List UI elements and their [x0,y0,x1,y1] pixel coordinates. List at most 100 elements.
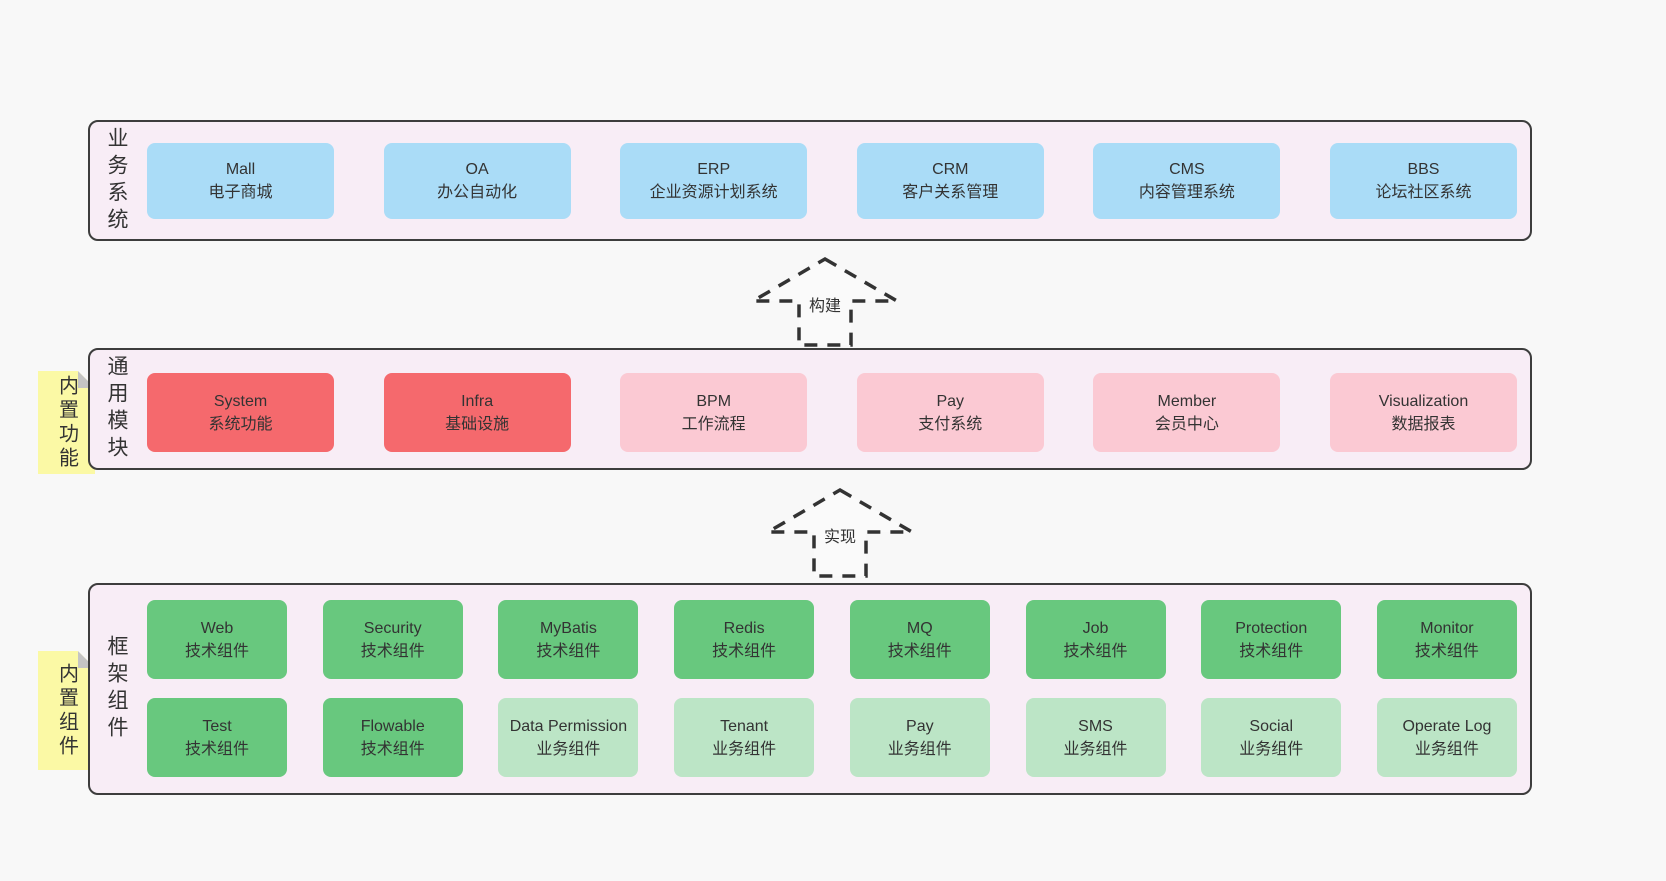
card-subtitle: 系统功能 [208,415,273,433]
card-subtitle: 技术组件 [360,642,425,660]
card-subtitle: 技术组件 [1239,642,1304,660]
card-title: OA [465,161,489,178]
card-mybatis: MyBatis 技术组件 [498,600,639,679]
card-pay: Pay 支付系统 [856,373,1044,452]
card-pay-biz: Pay 业务组件 [849,698,990,777]
card-title: Social [1249,717,1293,735]
card-subtitle: 技术组件 [1063,642,1128,660]
section-label: 通用模块 [105,355,128,463]
card-title: BBS [1407,161,1440,178]
section-label: 业务系统 [105,126,128,235]
section-label: 框架组件 [105,635,128,743]
card-subtitle: 论坛社区系统 [1375,184,1472,201]
card-title: MQ [906,619,933,637]
sticky-note-built-in-components: 内置组件 [38,651,95,770]
card-title: Data Permission [509,717,628,735]
card-title: CMS [1169,161,1205,178]
card-cms: CMS 内容管理系统 [1093,143,1281,219]
card-subtitle: 会员中心 [1154,415,1219,433]
card-subtitle: 业务组件 [1239,740,1304,758]
build-arrow-label: 构建 [805,291,845,317]
card-data-permission: Data Permission 业务组件 [498,698,639,777]
section-business-systems: 业务系统 Mall 电子商城 OA 办公自动化 ERP 企业资源计划系统 CRM… [88,120,1532,241]
card-subtitle: 技术组件 [360,740,425,758]
card-title: Mall [225,161,256,178]
card-protection: Protection 技术组件 [1201,600,1342,679]
card-subtitle: 业务组件 [1414,740,1479,758]
card-operate-log: Operate Log 业务组件 [1376,698,1517,777]
card-infra: Infra 基础设施 [383,373,571,452]
card-oa: OA 办公自动化 [383,143,571,219]
card-subtitle: 业务组件 [1063,740,1128,758]
build-arrow: 构建 [750,256,900,348]
card-system: System 系统功能 [147,373,334,452]
card-redis: Redis 技术组件 [674,600,815,679]
card-subtitle: 企业资源计划系统 [649,184,778,201]
card-title: Redis [723,619,765,637]
card-monitor: Monitor 技术组件 [1376,600,1517,679]
card-subtitle: 技术组件 [184,642,249,660]
card-subtitle: 数据报表 [1391,415,1456,433]
card-tenant: Tenant 业务组件 [674,698,815,777]
card-subtitle: 客户关系管理 [902,184,999,201]
card-title: System [213,392,268,410]
module-cards-row: System 系统功能 Infra 基础设施 BPM 工作流程 Pay 支付系统… [147,373,1517,452]
card-title: Tenant [720,717,769,735]
card-subtitle: 技术组件 [536,642,601,660]
card-subtitle: 工作流程 [681,415,746,433]
card-subtitle: 技术组件 [1414,642,1479,660]
card-title: Security [363,619,422,637]
card-subtitle: 电子商城 [208,184,273,201]
implement-arrow: 实现 [765,487,915,579]
card-title: BPM [696,392,732,410]
card-sms: SMS 业务组件 [1025,698,1166,777]
card-subtitle: 技术组件 [887,642,952,660]
section-framework-components: 框架组件 Web 技术组件 Security 技术组件 MyBatis 技术组件… [88,583,1532,795]
card-subtitle: 内容管理系统 [1138,184,1235,201]
card-title: Flowable [360,717,425,735]
card-visualization: Visualization 数据报表 [1329,373,1517,452]
component-cards-row-1: Web 技术组件 Security 技术组件 MyBatis 技术组件 Redi… [147,600,1517,679]
card-test: Test 技术组件 [147,698,287,777]
card-subtitle: 技术组件 [184,740,249,758]
card-title: MyBatis [539,619,597,637]
business-cards-row: Mall 电子商城 OA 办公自动化 ERP 企业资源计划系统 CRM 客户关系… [147,143,1517,219]
section-common-modules: 通用模块 System 系统功能 Infra 基础设施 BPM 工作流程 Pay… [88,348,1532,470]
card-job: Job 技术组件 [1025,600,1166,679]
card-social: Social 业务组件 [1201,698,1342,777]
card-crm: CRM 客户关系管理 [856,143,1044,219]
card-bpm: BPM 工作流程 [620,373,808,452]
card-mq: MQ 技术组件 [849,600,990,679]
card-subtitle: 基础设施 [445,415,510,433]
card-subtitle: 支付系统 [918,415,983,433]
card-title: SMS [1078,717,1113,735]
card-title: Infra [461,392,494,410]
card-mall: Mall 电子商城 [147,143,334,219]
card-subtitle: 业务组件 [887,740,952,758]
card-title: Job [1082,619,1109,637]
card-title: Pay [906,717,934,735]
component-cards-row-2: Test 技术组件 Flowable 技术组件 Data Permission … [147,698,1517,777]
card-subtitle: 业务组件 [712,740,777,758]
card-subtitle: 业务组件 [536,740,601,758]
card-member: Member 会员中心 [1093,373,1281,452]
card-flowable: Flowable 技术组件 [322,698,463,777]
card-title: Operate Log [1402,717,1492,735]
card-subtitle: 办公自动化 [437,184,518,201]
card-title: Monitor [1420,619,1474,637]
note-label: 内置组件 [55,662,78,759]
card-bbs: BBS 论坛社区系统 [1329,143,1517,219]
card-title: Visualization [1378,392,1469,410]
card-title: Member [1157,392,1217,410]
card-security: Security 技术组件 [322,600,463,679]
card-erp: ERP 企业资源计划系统 [620,143,808,219]
note-label: 内置功能 [55,374,78,471]
card-title: Web [200,619,234,637]
card-title: CRM [932,161,969,178]
card-title: Protection [1235,619,1308,637]
card-title: Pay [936,392,965,410]
card-subtitle: 技术组件 [712,642,777,660]
card-title: Test [202,717,232,735]
card-web: Web 技术组件 [147,600,287,679]
